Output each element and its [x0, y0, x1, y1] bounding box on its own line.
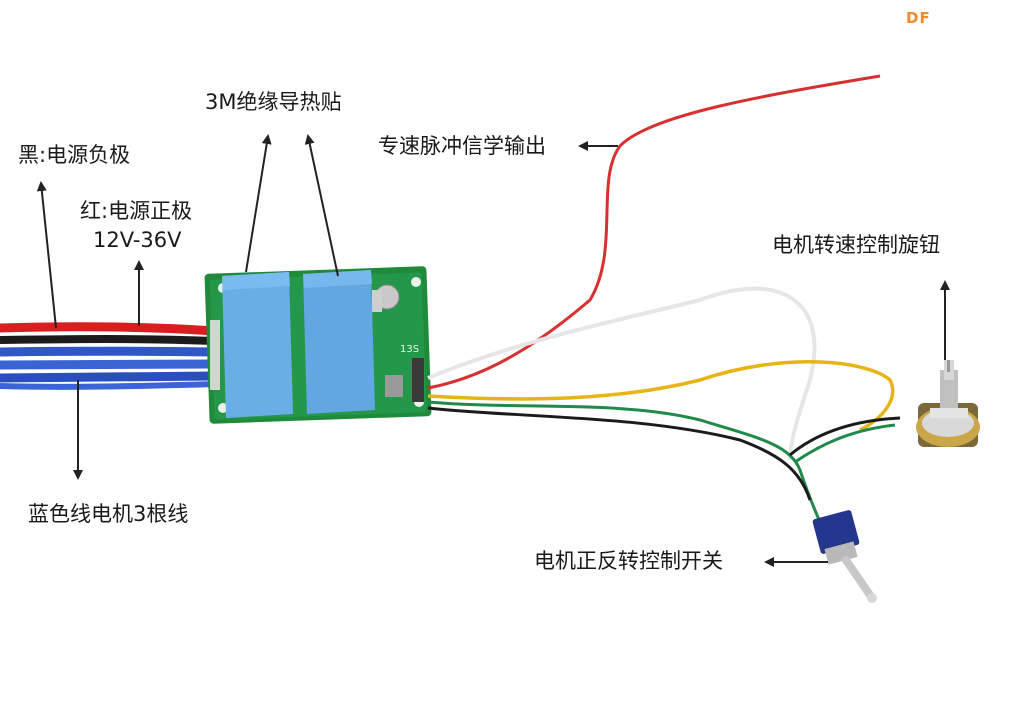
blue-motor-wire-2 [0, 359, 216, 370]
black-signal-wire [427, 406, 812, 501]
red-power-wire [0, 322, 220, 336]
thermal-pad-right [303, 270, 375, 414]
thermal-pads [222, 270, 375, 418]
speed-potentiometer [916, 360, 980, 447]
black-wire-label: 黑:电源负极 [18, 143, 131, 167]
blue-motor-wire-1 [0, 346, 216, 357]
wire-bundle [0, 322, 220, 390]
pulse-output-label: 专速脉冲信学输出 [378, 134, 546, 158]
black-power-wire [0, 335, 216, 345]
speed-knob-label: 电机转速控制旋钮 [772, 233, 940, 257]
blue-motor-wire-3 [0, 371, 216, 383]
direction-switch-label: 电机正反转控制开关 [534, 549, 723, 573]
white-wire [427, 286, 817, 461]
callout-arrows [36, 134, 950, 567]
green-wire [427, 400, 822, 523]
thermal-pad-left [222, 272, 293, 418]
red-wire-label: 红:电源正极 [80, 199, 193, 223]
signal-wires [427, 74, 901, 523]
board-marking: 13S [400, 344, 419, 355]
direction-toggle-switch [812, 510, 877, 603]
thermal-pad-label: 3M绝缘导热贴 [205, 90, 342, 114]
voltage-label: 12V-36V [93, 228, 182, 252]
df-logo: DF [906, 9, 931, 27]
pulse-output-wire [427, 74, 881, 390]
blue-wires-label: 蓝色线电机3根线 [28, 502, 189, 526]
yellow-wire [427, 360, 895, 432]
